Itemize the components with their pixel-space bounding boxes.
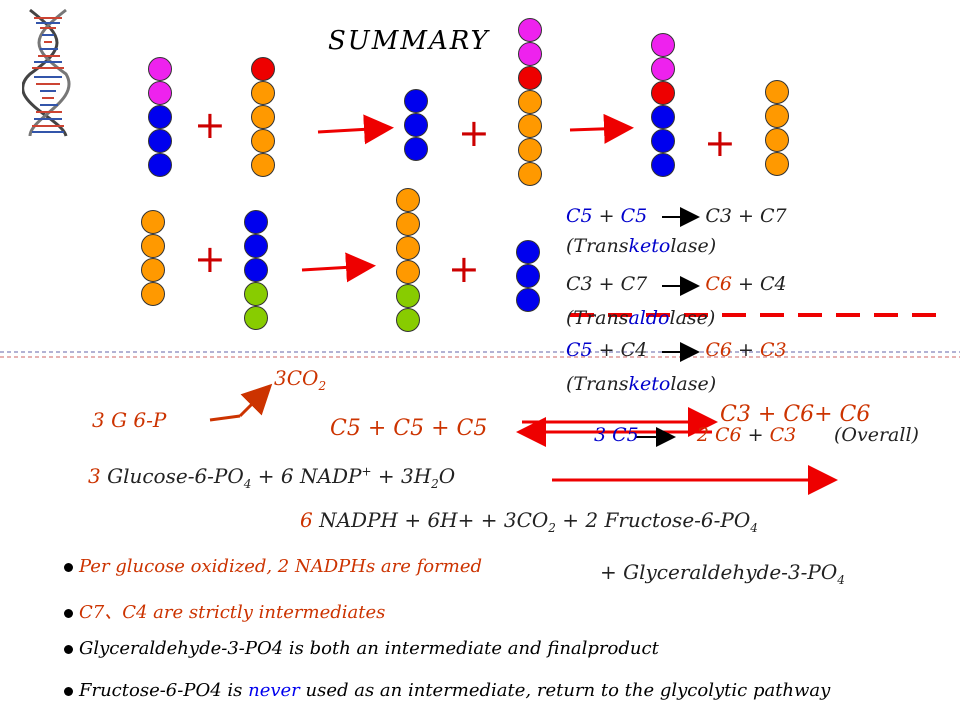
equation-right: 6 NADPH + 6H+ + 3CO2 + 2 Fructose-6-PO4 (300, 508, 758, 535)
overall-label: (Overall) (834, 424, 919, 446)
reaction-arrow-1 (317, 114, 394, 145)
reaction-1: C5 + C5 C3 + C7 (566, 205, 787, 227)
reaction-3-enzyme: (Transketolase) (566, 373, 717, 395)
g6p-label: 3 G 6-P (92, 408, 167, 432)
c5-sum-label: C5 + C5 + C5 (330, 416, 488, 441)
reaction-3: C5 + C4 C6 + C3 (566, 339, 787, 361)
bullet-4: Fructose-6-PO4 is never used as an inter… (64, 680, 830, 701)
plus-sign-3: + (704, 121, 736, 165)
dna-helix-logo (22, 8, 74, 138)
plus-sign-1: + (194, 103, 226, 147)
bullet-3: Glyceraldehyde-3-PO4 is both an intermed… (64, 638, 659, 659)
products-label: C3 + C6+ C6 (720, 402, 871, 427)
reaction-1-enzyme: (Transketolase) (566, 235, 717, 257)
plus-sign-2: + (458, 111, 490, 155)
bullet-1: Per glucose oxidized, 2 NADPHs are forme… (64, 556, 482, 577)
equation-left: 3 Glucose-6-PO4 + 6 NADP+ + 3H2O (88, 464, 456, 491)
bullet-dot (64, 686, 73, 696)
co2-release-stem (209, 414, 241, 422)
slide-title: SUMMARY (328, 26, 490, 56)
reaction-2-enzyme: (Transaldolase) (566, 307, 716, 329)
co2-label: 3CO2 (274, 366, 327, 393)
plus-sign-5: + (448, 247, 480, 291)
bullet-dot (64, 644, 73, 654)
plus-sign-4: + (194, 237, 226, 281)
reaction-arrow-2 (569, 113, 634, 144)
reaction-arrow-3 (301, 252, 376, 283)
bullet-dot (64, 562, 73, 572)
bullet-dot (64, 608, 73, 618)
bullet-2: C7、C4 are strictly intermediates (64, 598, 385, 624)
reaction-2: C3 + C7 C6 + C4 (566, 273, 787, 295)
overall-reaction: 3 C5 2 C6 + C3 (594, 424, 797, 446)
co2-release-arrow (238, 383, 273, 418)
equation-right-2: + Glyceraldehyde-3-PO4 (600, 560, 845, 587)
